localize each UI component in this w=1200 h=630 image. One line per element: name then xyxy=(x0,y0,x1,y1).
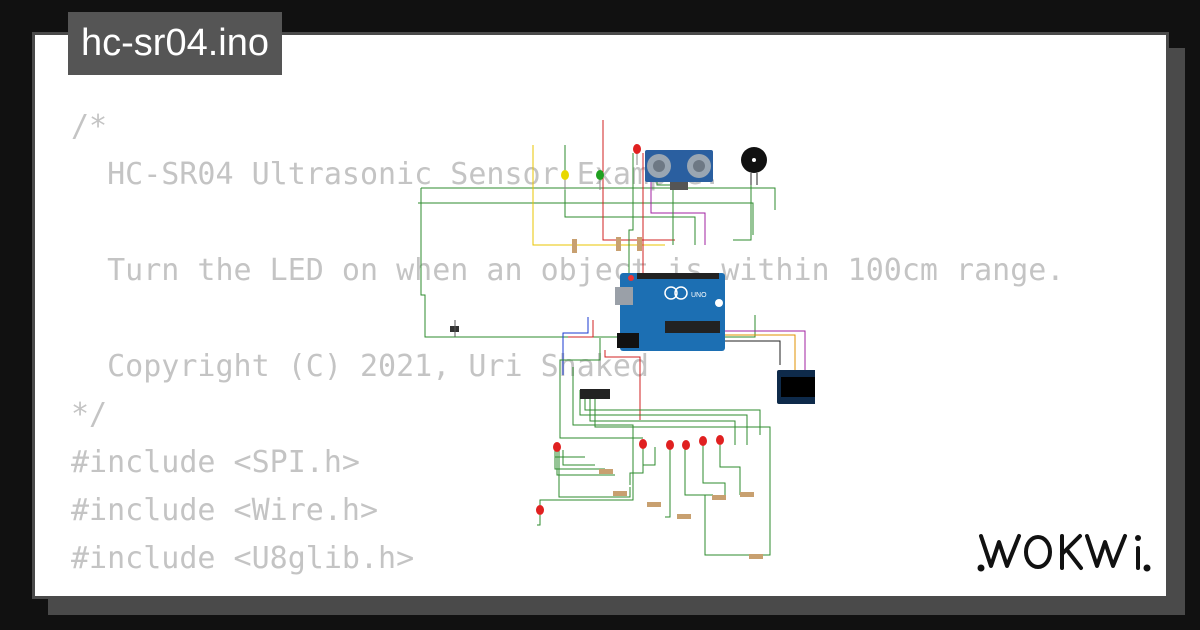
resistors-bottom xyxy=(599,469,763,559)
board-label: UNO xyxy=(691,292,707,299)
preview-card: /* HC-SR04 Ultrasonic Sensor Example. Tu… xyxy=(32,32,1169,599)
code-line: #include <U8glib.h> xyxy=(71,541,415,576)
circuit-diagram: UNO xyxy=(418,120,815,559)
file-tab-title: hc-sr04.ino xyxy=(68,12,282,75)
led-yellow xyxy=(561,170,569,190)
led-red-top xyxy=(633,144,641,165)
oled-display xyxy=(777,370,815,404)
code-line: #include <Wire.h> xyxy=(71,493,379,528)
push-button xyxy=(450,320,459,337)
led-row-bottom xyxy=(536,435,724,515)
buzzer xyxy=(741,147,767,185)
led-green xyxy=(596,170,604,190)
resistors-top xyxy=(572,237,642,253)
ic-chip xyxy=(580,389,610,399)
arduino-uno-board: UNO xyxy=(615,273,725,351)
code-line: Copyright (C) 2021, Uri Shaked xyxy=(71,349,649,384)
code-line: */ xyxy=(71,397,108,432)
ultrasonic-sensor xyxy=(645,150,713,190)
code-line: #include <SPI.h> xyxy=(71,445,360,480)
code-line: /* xyxy=(71,109,108,144)
wokwi-logo xyxy=(977,534,1151,572)
